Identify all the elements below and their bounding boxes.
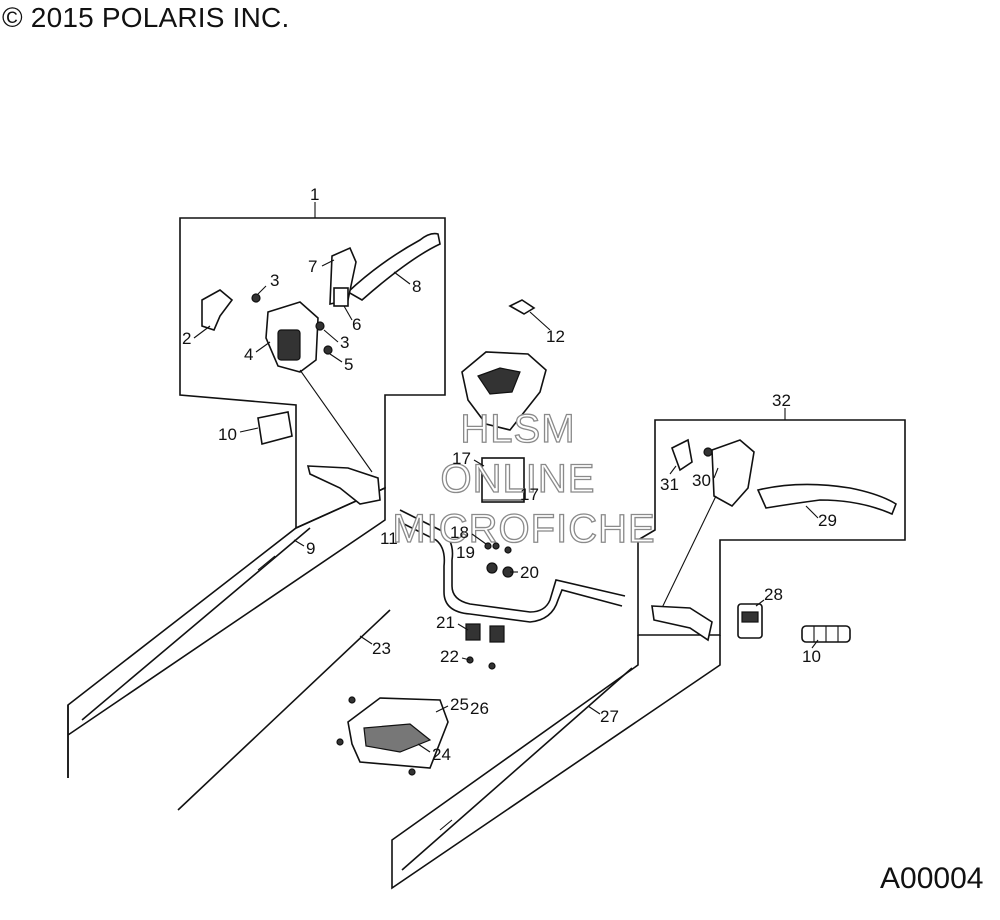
callout-12: 12 [546, 327, 565, 346]
callout-21: 21 [436, 613, 455, 632]
callout-6: 6 [352, 315, 361, 334]
copyright-notice: © 2015 POLARIS INC. [2, 2, 290, 33]
callout-20: 20 [520, 563, 539, 582]
callout-9: 9 [306, 539, 315, 558]
callout-2: 2 [182, 329, 191, 348]
clamp-right [671, 438, 693, 472]
panel-right-cable [391, 635, 721, 890]
callout-22: 22 [440, 647, 459, 666]
screw-3a [251, 293, 261, 303]
screw-3b [315, 321, 325, 331]
watermark-line-1: HLSM [460, 407, 575, 451]
callout-30: 30 [692, 471, 711, 490]
callout-10-left: 10 [218, 425, 237, 444]
callout-4: 4 [244, 345, 253, 364]
callout-26: 26 [470, 699, 489, 718]
callout-23: 23 [372, 639, 391, 658]
clamp-left [201, 289, 234, 331]
master-cylinder-right [711, 439, 755, 508]
callout-27: 27 [600, 707, 619, 726]
diagram-code: A00004 [880, 862, 984, 895]
stem-bracket [481, 457, 525, 503]
callout-10-right: 10 [802, 647, 821, 666]
clamp-bolt [486, 562, 498, 574]
cable-23 [177, 609, 391, 811]
brake-lever-left [346, 232, 441, 301]
callout-7: 7 [308, 257, 317, 276]
callout-11: 11 [380, 529, 398, 548]
callout-24: 24 [432, 745, 451, 764]
callout-31: 31 [660, 475, 679, 494]
callout-1: 1 [310, 185, 319, 204]
callout-32: 32 [772, 391, 791, 410]
callout-25: 25 [450, 695, 469, 714]
lever-lower-left [306, 465, 381, 505]
callout-3a: 3 [270, 271, 279, 290]
screw-5 [323, 345, 333, 355]
emblem [508, 299, 536, 315]
grip-left [257, 411, 293, 446]
pivot-pin [333, 287, 349, 307]
handlebar [399, 509, 626, 613]
callout-8: 8 [412, 277, 421, 296]
brake-lever-right [756, 483, 897, 516]
cable-27 [401, 667, 633, 871]
callout-17a: 17 [452, 449, 471, 468]
callout-17b: 17 [520, 485, 539, 504]
lower-clamp [465, 623, 481, 641]
watermark-line-3: MICROFICHE [392, 507, 655, 551]
callout-3b: 3 [340, 333, 349, 352]
panel-left-cable [67, 486, 386, 778]
callout-28: 28 [764, 585, 783, 604]
callout-29: 29 [818, 511, 837, 530]
callout-18: 18 [450, 523, 469, 542]
lever-lower-right [651, 605, 713, 642]
callout-5: 5 [344, 355, 353, 374]
callout-19: 19 [456, 543, 475, 562]
cable-9 [81, 527, 311, 721]
watermark-line-2: ONLINE [441, 457, 596, 501]
